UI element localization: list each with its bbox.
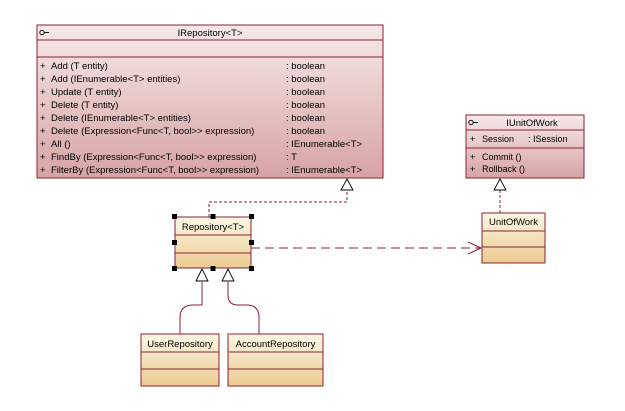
open-arrowhead-icon (467, 241, 483, 255)
unitofwork-title: UnitOfWork (489, 217, 538, 228)
accountrepository-class[interactable]: AccountRepository (227, 333, 324, 387)
method-signature: Update (T entity) (51, 87, 122, 98)
iunitofwork-attr-name: Session (482, 134, 514, 144)
iunitofwork-method-vis: + (470, 152, 475, 162)
resize-handle[interactable] (249, 266, 254, 271)
method-visibility: + (40, 87, 46, 98)
method-signature: FilterBy (Expression<Func<T, bool>> expr… (51, 165, 259, 176)
generalization-line (227, 282, 260, 334)
iunitofwork-method-commit: Commit () (482, 152, 522, 162)
repository-class[interactable]: Repository<T> (172, 214, 254, 271)
iunitofwork-attr-type: : ISession (528, 134, 568, 144)
generalization-accountrepository-to-repository[interactable] (221, 267, 260, 334)
method-return-type: : boolean (286, 113, 325, 124)
generalization-userrepository-to-repository[interactable] (179, 267, 209, 334)
method-visibility: + (40, 126, 46, 137)
hollow-triangle-arrowhead-icon (493, 178, 507, 191)
resize-handle[interactable] (210, 266, 216, 271)
method-signature: All () (51, 139, 71, 150)
selection-handles[interactable] (172, 214, 254, 271)
method-signature: Delete (T entity) (51, 100, 118, 111)
iunitofwork-method-vis: + (470, 164, 475, 174)
method-signature: Delete (IEnumerable<T> entities) (51, 113, 191, 124)
method-return-type: : boolean (286, 87, 325, 98)
iunitofwork-attr-vis: + (470, 134, 475, 144)
dependency-repository-to-unitofwork[interactable] (251, 241, 483, 255)
hollow-triangle-arrowhead-icon (221, 267, 235, 282)
method-visibility: + (40, 152, 46, 163)
method-visibility: + (40, 165, 46, 176)
irepository-methods: + Add (T entity) : boolean + Add (IEnumerabl… (40, 61, 362, 176)
method-visibility: + (40, 61, 46, 72)
method-signature: FindBy (Expression<Func<T, bool>> expres… (51, 152, 256, 163)
hollow-triangle-arrowhead-icon (340, 178, 354, 191)
userrepository-title: UserRepository (147, 339, 213, 350)
method-visibility: + (40, 100, 46, 111)
iunitofwork-method-rollback: Rollback () (482, 164, 525, 174)
method-return-type: : T (286, 152, 297, 163)
realization-repository-to-irepository[interactable] (208, 178, 354, 217)
irepository-interface[interactable]: IRepository<T> +Add (T entity): boolean+… (36, 24, 384, 179)
method-visibility: + (40, 113, 46, 124)
unitofwork-class[interactable]: UnitOfWork (481, 212, 546, 264)
accountrepository-title: AccountRepository (236, 339, 316, 350)
realization-unitofwork-to-iunitofwork[interactable] (493, 178, 507, 213)
iunitofwork-box (465, 114, 585, 179)
method-signature: Delete (Expression<Func<T, bool>> expres… (51, 126, 254, 137)
irepository-box (36, 24, 384, 179)
interface-lollipop-icon (468, 119, 478, 126)
method-signature: Add (IEnumerable<T> entities) (51, 74, 180, 85)
resize-handle[interactable] (249, 240, 254, 245)
accountrepository-box (227, 333, 324, 387)
userrepository-class[interactable]: UserRepository (140, 333, 220, 387)
interface-lollipop-icon (39, 29, 49, 36)
irepository-title: IRepository<T> (178, 28, 243, 39)
method-return-type: : boolean (286, 126, 325, 137)
iunitofwork-interface[interactable]: IUnitOfWork + Session : ISession + Commi… (465, 114, 585, 179)
method-return-type: : boolean (286, 100, 325, 111)
resize-handle[interactable] (172, 266, 177, 271)
resize-handle[interactable] (210, 214, 216, 219)
method-return-type: : IEnumerable<T> (286, 139, 362, 150)
iunitofwork-title: IUnitOfWork (506, 118, 558, 129)
resize-handle[interactable] (172, 240, 177, 245)
method-return-type: : boolean (286, 61, 325, 72)
method-signature: Add (T entity) (51, 61, 108, 72)
method-visibility: + (40, 74, 46, 85)
unitofwork-box (481, 212, 546, 264)
repository-title: Repository<T> (182, 222, 245, 233)
hollow-triangle-arrowhead-icon (195, 267, 209, 282)
method-visibility: + (40, 139, 46, 150)
resize-handle[interactable] (249, 214, 254, 219)
resize-handle[interactable] (172, 214, 177, 219)
realization-line (208, 190, 348, 217)
method-return-type: : boolean (286, 74, 325, 85)
method-return-type: : IEnumerable<T> (286, 165, 362, 176)
generalization-line (179, 282, 203, 334)
userrepository-box (140, 333, 220, 387)
